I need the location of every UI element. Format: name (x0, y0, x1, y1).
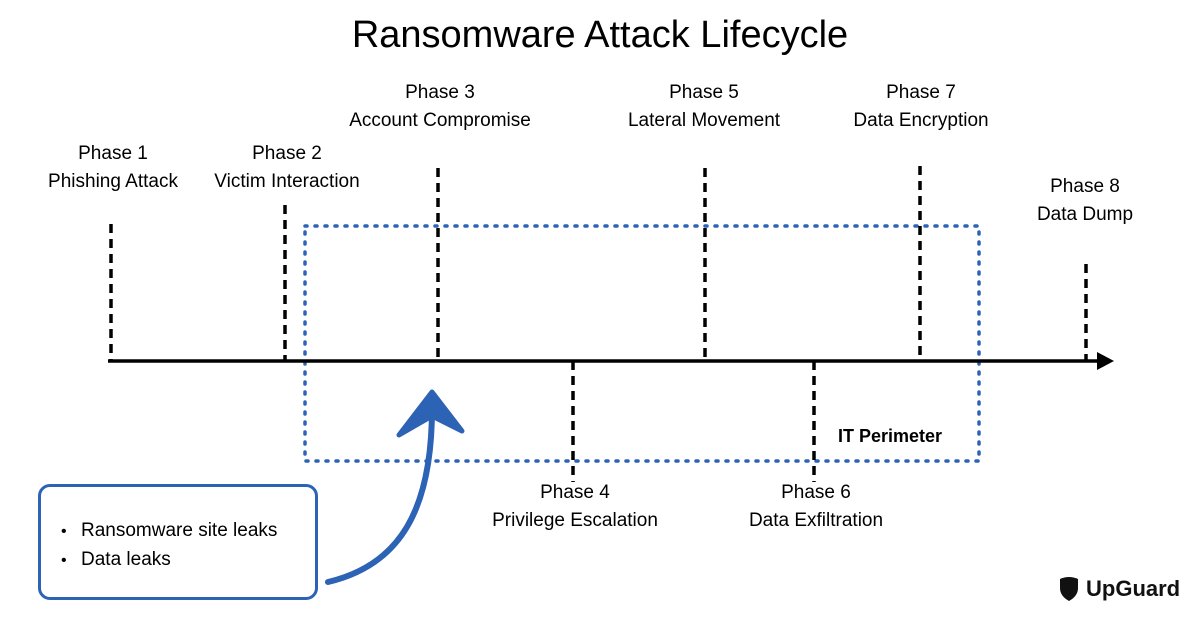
timeline-arrowhead (1097, 352, 1114, 370)
leak-sources-box: • Ransomware site leaks • Data leaks (38, 484, 318, 600)
phase-5-number: Phase 5 (669, 82, 739, 103)
list-item-label: Ransomware site leaks (81, 520, 278, 541)
phase-4-label: Phase 4 Privilege Escalation (492, 479, 658, 535)
phase-7-label: Phase 7 Data Encryption (853, 79, 988, 135)
it-perimeter-label: IT Perimeter (838, 426, 943, 446)
bullet-icon: • (61, 552, 67, 569)
phase-5-label: Phase 5 Lateral Movement (628, 79, 780, 135)
phase-5-name: Lateral Movement (627, 110, 781, 131)
list-item: • Ransomware site leaks (61, 517, 277, 546)
it-perimeter-boundary (303, 224, 981, 463)
phase-4-number: Phase 4 (540, 482, 610, 503)
phase-3-label: Phase 3 Account Compromise (349, 79, 531, 135)
list-item: • Data leaks (61, 546, 277, 575)
phase-7-number: Phase 7 (886, 82, 956, 103)
phase-6-label: Phase 6 Data Exfiltration (749, 479, 883, 535)
upguard-logo: UpGuard (1058, 574, 1180, 604)
phase-8-label: Phase 8 Data Dump (1037, 173, 1133, 229)
phase-4-name: Privilege Escalation (492, 510, 658, 531)
phase-6-name: Data Exfiltration (748, 510, 884, 531)
list-item-label: Data leaks (81, 549, 171, 570)
phase-3-name: Account Compromise (349, 110, 531, 131)
leak-sources-list: • Ransomware site leaks • Data leaks (61, 517, 277, 575)
phase-1-name: Phishing Attack (48, 171, 178, 192)
phase-2-name: Victim Interaction (214, 171, 360, 192)
shield-icon (1060, 577, 1078, 601)
phase-8-number: Phase 8 (1050, 176, 1120, 197)
phase-1-label: Phase 1 Phishing Attack (48, 140, 178, 196)
diagram-title: Ransomware Attack Lifecycle (351, 14, 849, 56)
phase-6-number: Phase 6 (781, 482, 851, 503)
phase-7-name: Data Encryption (853, 110, 989, 131)
logo-text: UpGuard (1086, 576, 1181, 601)
phase-2-label: Phase 2 Victim Interaction (214, 140, 359, 196)
bullet-icon: • (61, 523, 67, 540)
phase-1-number: Phase 1 (78, 143, 148, 164)
phase-2-number: Phase 2 (252, 143, 322, 164)
phase-8-name: Data Dump (1036, 204, 1134, 225)
curved-arrow (325, 405, 435, 585)
curved-arrowhead (396, 389, 465, 438)
phase-3-number: Phase 3 (405, 82, 475, 103)
